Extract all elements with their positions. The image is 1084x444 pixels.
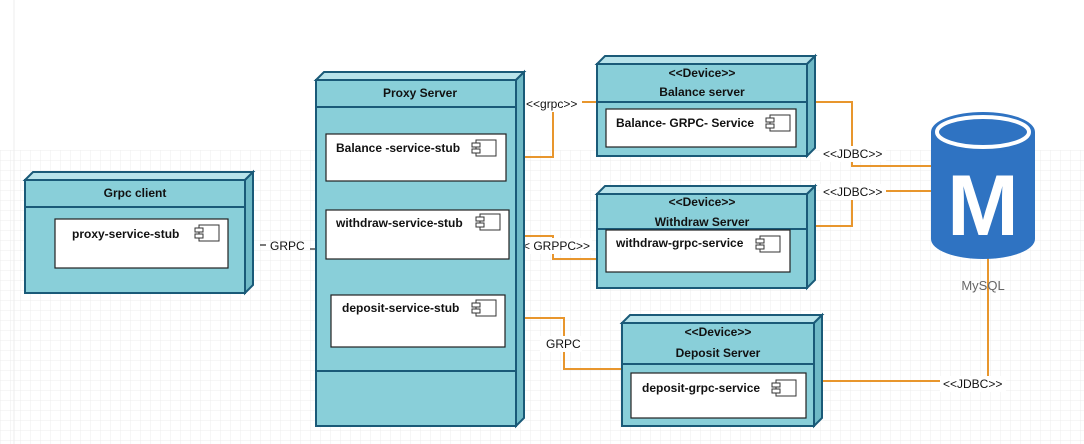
withdraw-service-stub-label: withdraw-service-stub xyxy=(335,216,463,230)
withdraw-server-title: Withdraw Server xyxy=(655,215,750,229)
balance-service-stub-label: Balance -service-stub xyxy=(336,141,460,155)
withdraw-db-label: <<JDBC>> xyxy=(823,185,882,199)
proxy-balance-label: <<grpc>> xyxy=(526,97,577,111)
balance-server-node[interactable]: <<Device>> Balance server Balance- GRPC-… xyxy=(594,53,818,159)
component-icon xyxy=(475,213,501,231)
grpc-client-title: Grpc client xyxy=(104,186,167,200)
component-icon xyxy=(765,114,791,132)
component-icon xyxy=(471,139,497,157)
deposit-service-stub-component[interactable] xyxy=(330,294,506,348)
balance-server-title: Balance server xyxy=(659,85,745,99)
withdraw-grpc-service-component[interactable] xyxy=(605,229,791,273)
grpc-client-node[interactable]: Grpc client proxy-service-stub xyxy=(22,169,256,296)
component-icon xyxy=(771,379,797,397)
mysql-label: MySQL xyxy=(961,278,1004,293)
deposit-server-node[interactable]: <<Device>> Deposit Server deposit-grpc-s… xyxy=(619,312,825,429)
withdraw-server-node[interactable]: <<Device>> Withdraw Server withdraw-grpc… xyxy=(594,183,818,291)
database-icon xyxy=(935,115,1031,149)
component-icon xyxy=(755,235,781,253)
proxy-service-stub-label: proxy-service-stub xyxy=(72,227,179,241)
withdraw-grpc-service-label: withdraw-grpc-service xyxy=(615,236,744,250)
withdraw-server-stereotype: <<Device>> xyxy=(669,195,736,209)
deposit-service-stub-label: deposit-service-stub xyxy=(342,301,459,315)
component-icon xyxy=(194,224,220,242)
balance-grpc-service-label: Balance- GRPC- Service xyxy=(616,116,754,130)
proxy-server-node[interactable]: Proxy Server Balance -service-stub withd… xyxy=(313,69,527,429)
deposit-grpc-service-label: deposit-grpc-service xyxy=(642,381,760,395)
proxy-server-title: Proxy Server xyxy=(383,86,457,100)
mysql-database[interactable]: M MySQL xyxy=(931,112,1035,293)
balance-grpc-service-component[interactable] xyxy=(605,108,797,148)
balance-db-connector[interactable] xyxy=(808,101,931,167)
proxy-deposit-label: GRPC xyxy=(546,337,581,351)
withdraw-db-connector[interactable] xyxy=(808,190,931,227)
balance-server-stereotype: <<Device>> xyxy=(669,66,736,80)
database-letter: M xyxy=(947,158,1019,254)
deposit-server-title: Deposit Server xyxy=(676,346,761,360)
balance-db-label: <<JDBC>> xyxy=(823,147,882,161)
client-proxy-label: GRPC xyxy=(270,239,305,253)
deposit-db-label: <<JDBC>> xyxy=(943,377,1002,391)
proxy-withdraw-label: << GRPPC>> xyxy=(516,239,590,253)
deposit-server-stereotype: <<Device>> xyxy=(685,325,752,339)
component-icon xyxy=(471,299,497,317)
